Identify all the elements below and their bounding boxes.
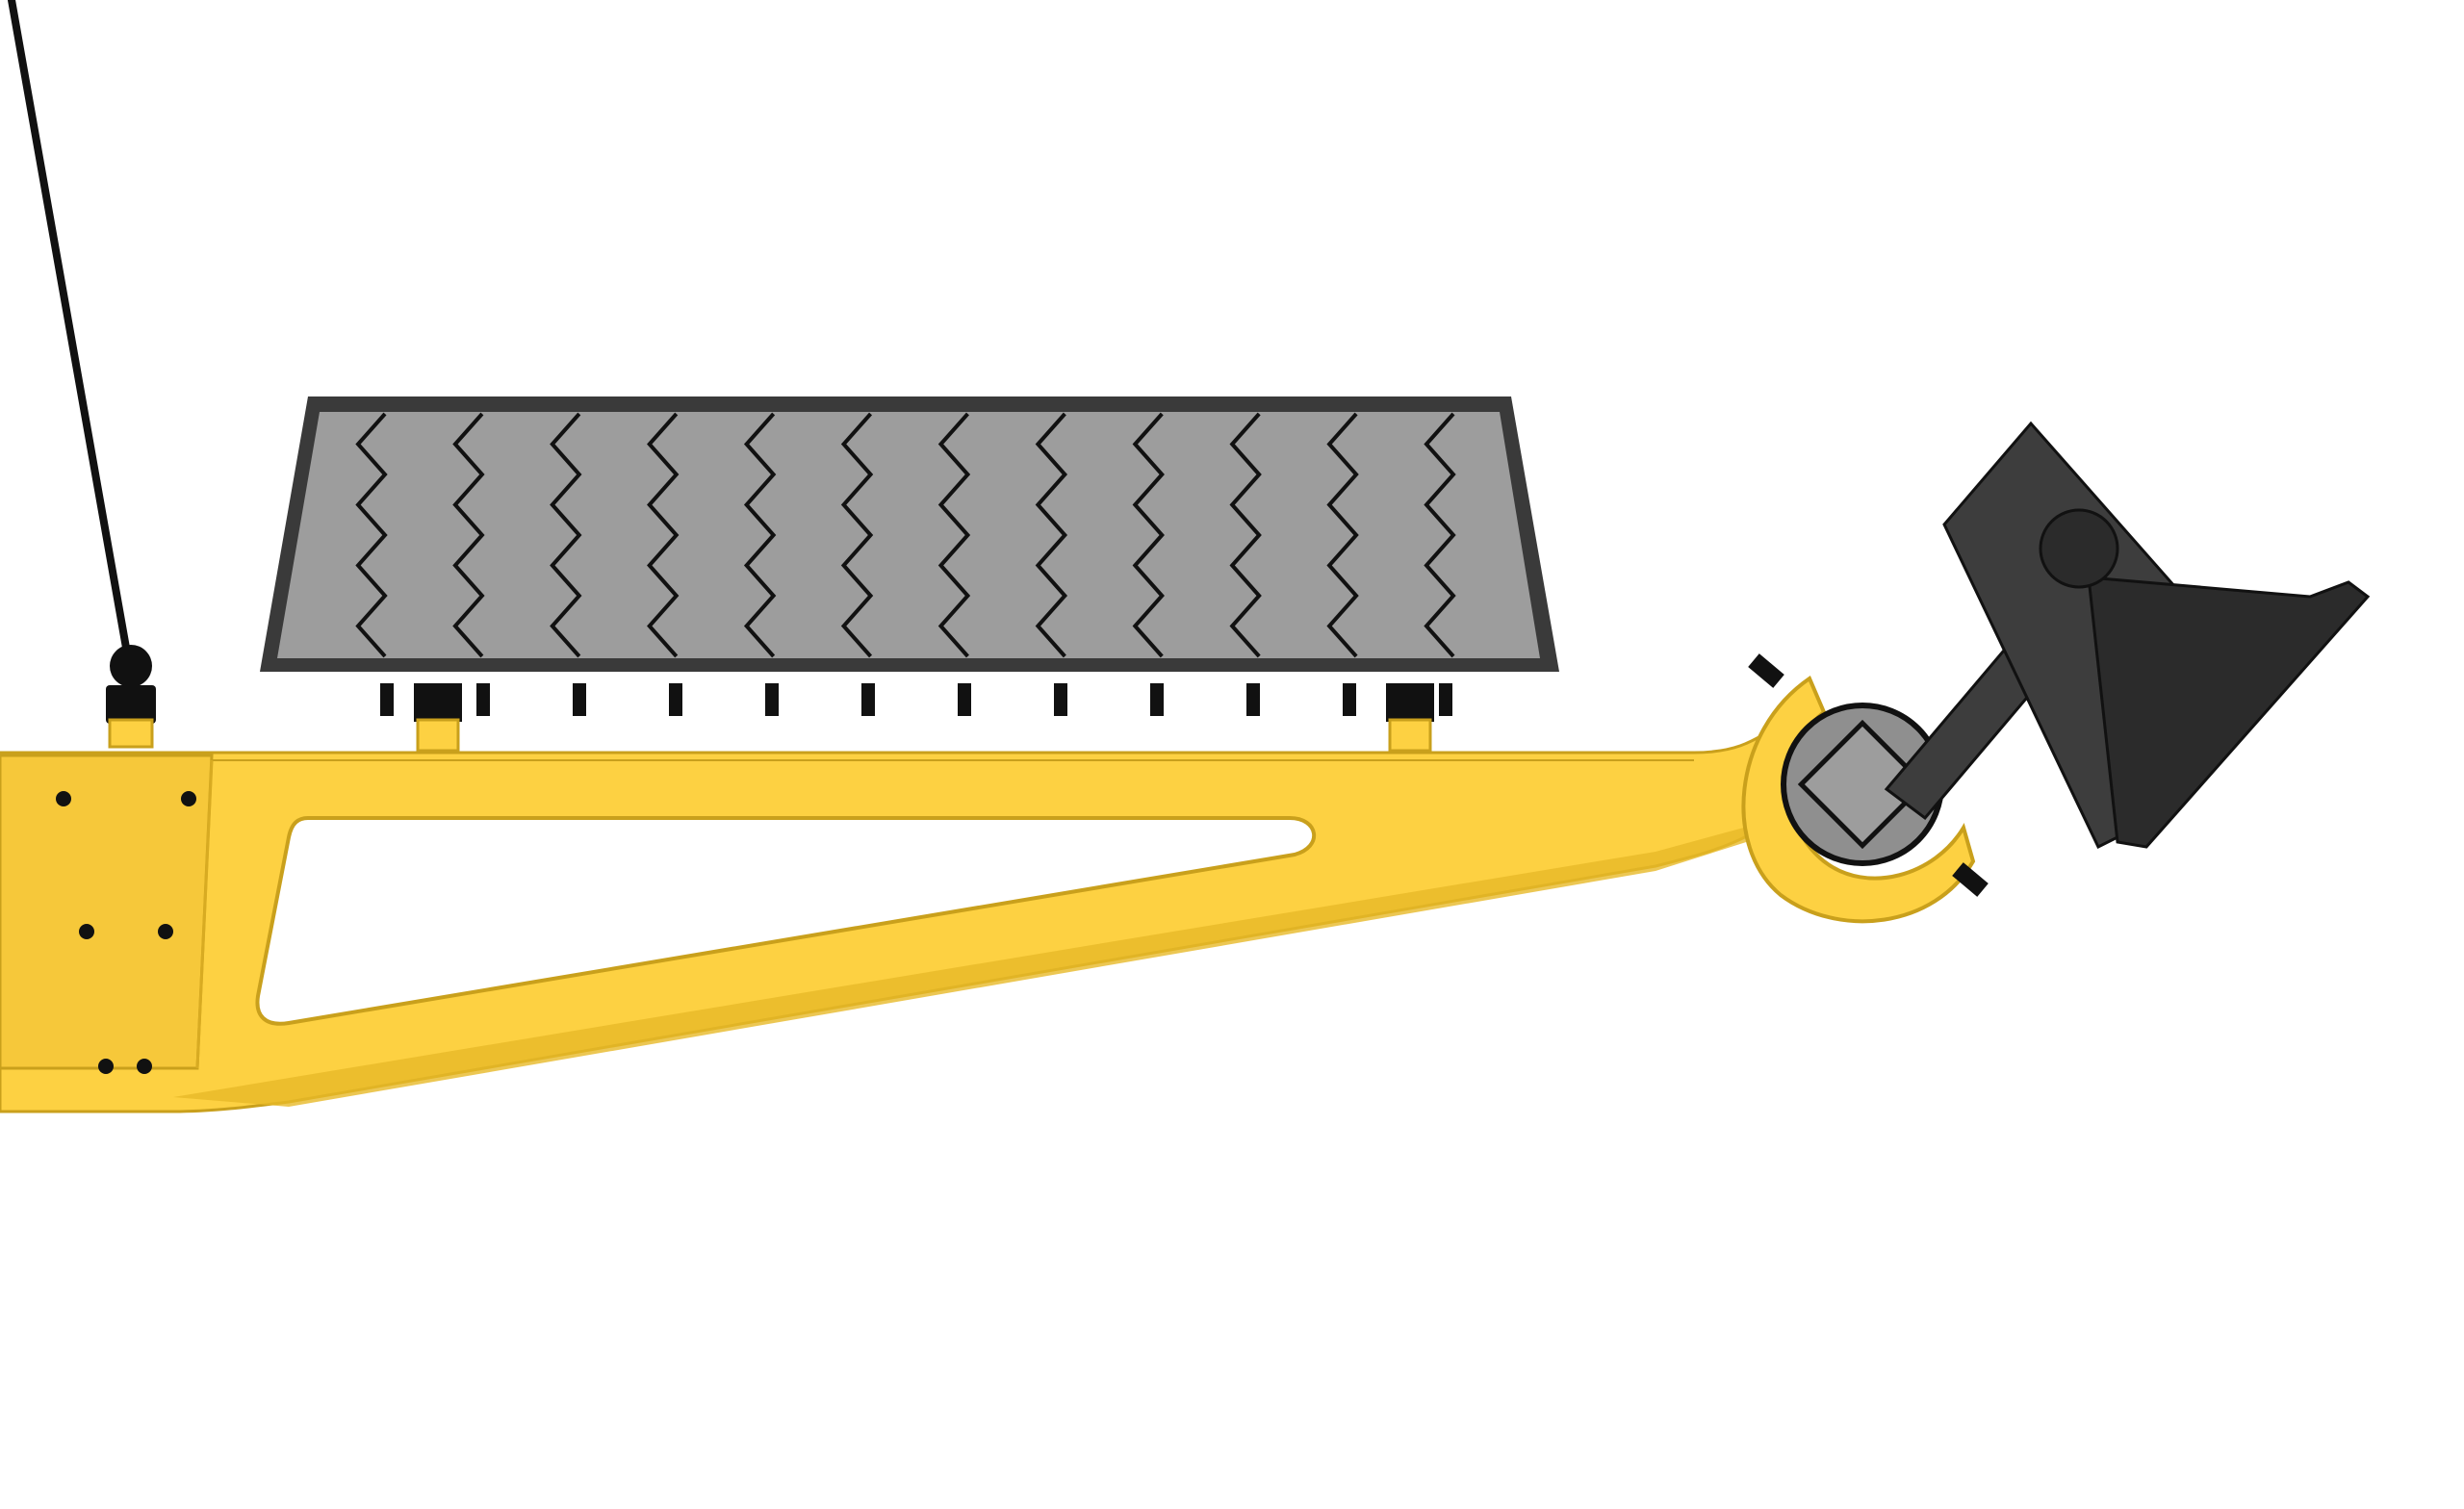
pivot-clamp [1741, 653, 1989, 924]
mount-peg [861, 683, 875, 716]
mount-peg [669, 683, 682, 716]
mount-peg [1343, 683, 1356, 716]
mount-peg [958, 683, 971, 716]
arm-end-plate [0, 754, 214, 1070]
mount-peg [765, 683, 779, 716]
mount-peg [1150, 683, 1164, 716]
zigzag-stripe [1132, 412, 1165, 658]
mount-peg [573, 683, 586, 716]
mount-peg [476, 683, 490, 716]
zigzag-stripe [355, 412, 388, 658]
clamp-bolt-top [1748, 653, 1784, 688]
lamp-head [1884, 421, 2371, 850]
mount-peg [1054, 683, 1067, 716]
panel-foot-right [1386, 683, 1434, 722]
mount-peg [380, 683, 394, 716]
plate-bolts [56, 791, 196, 1074]
boom-arm [0, 709, 1811, 1113]
panel-foot-left-collar [416, 718, 460, 753]
zigzag-stripe [1326, 412, 1359, 658]
cable-mount-collar [108, 718, 154, 749]
zigzag-stripe [937, 412, 971, 658]
suspension-cable [8, 0, 156, 749]
zigzag-stripe [550, 412, 582, 658]
cable-mount-block [106, 685, 156, 724]
pivot-square [1797, 719, 1928, 850]
clamp-bolt-bottom [1952, 862, 1989, 897]
mount-peg [1246, 683, 1260, 716]
panel-mount-pegs [380, 683, 1452, 716]
zigzag-stripe [1229, 412, 1262, 658]
panel-zigzag-lines [355, 412, 1456, 658]
lamp-shade [2087, 575, 2371, 849]
lamp-pivot [2039, 508, 2119, 589]
zigzag-stripe [743, 412, 777, 658]
zigzag-stripe [1424, 412, 1456, 658]
panel-foot-left [414, 683, 462, 722]
solar-panel [260, 396, 1559, 753]
panel-foot-right-collar [1388, 718, 1432, 753]
zigzag-stripe [647, 412, 680, 658]
arm-cutout [255, 816, 1316, 1026]
panel-face [277, 412, 1540, 658]
zigzag-stripe [452, 412, 485, 658]
zigzag-stripe [1035, 412, 1068, 658]
mount-peg [1439, 683, 1452, 716]
cable-ball-joint [110, 645, 152, 687]
panel-mount-feet [414, 683, 1434, 753]
zigzag-stripe [840, 412, 874, 658]
